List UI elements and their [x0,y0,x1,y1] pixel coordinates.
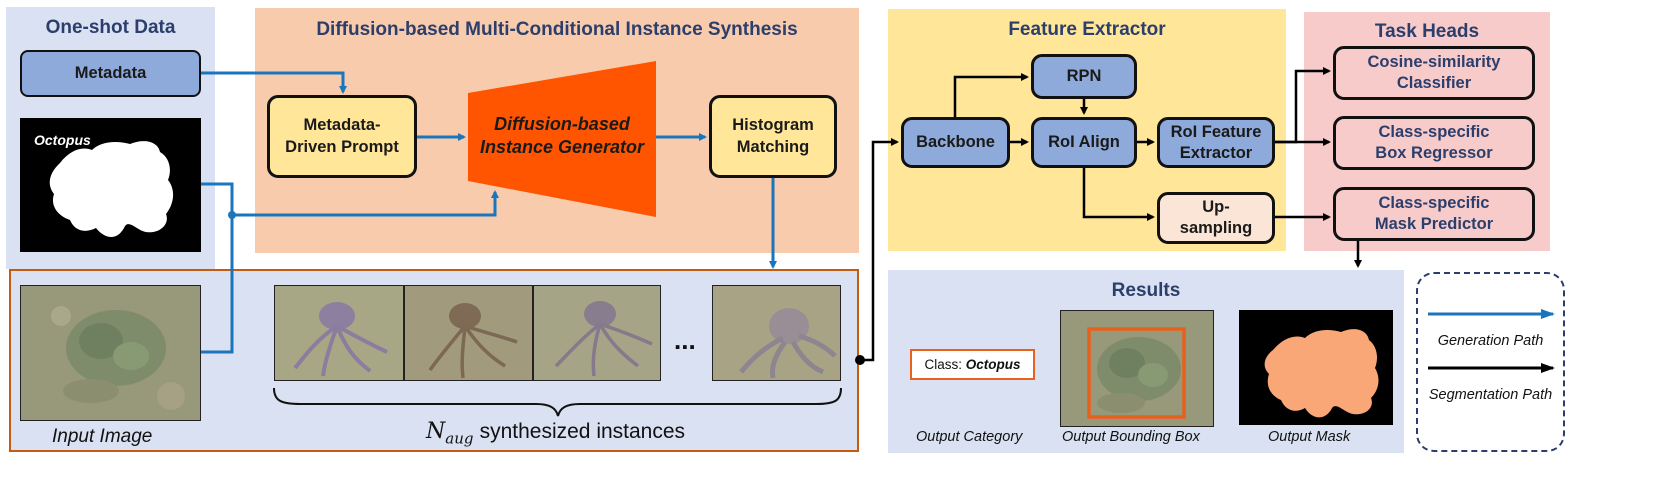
upsampling-box: Up- sampling [1157,192,1275,244]
output-bbox-caption: Output Bounding Box [1062,429,1200,445]
roi-align-box: RoI Align [1031,117,1137,168]
arrow-roifeature-to-classifier [1275,67,1331,144]
box-regressor-label: Class-specific Box Regressor [1375,122,1493,162]
input-image [20,285,201,421]
heads-title: Task Heads [1374,21,1480,42]
upsampling-label: Up- sampling [1179,198,1253,237]
arrow-metadata-to-prompt [201,71,347,94]
roi-feature-label: RoI Feature Extractor [1170,122,1262,162]
output-mask-caption: Output Mask [1268,429,1351,445]
output-bbox-image [1060,310,1214,427]
backbone-label: Backbone [916,132,995,151]
roi-align-label: RoI Align [1048,132,1120,151]
metadata-prompt-box: Metadata- Driven Prompt [267,95,417,178]
histogram-matching-box: Histogram Matching [709,95,837,178]
legend-segmentation-label: Segmentation Path [1428,387,1553,403]
legend-generation-label: Generation Path [1437,333,1544,349]
bbox-outline [1087,327,1186,419]
output-mask-image [1239,310,1393,425]
naug-subscript: aug [445,429,474,448]
input-image-caption: Input Image [52,426,153,447]
synth-instance-2 [404,285,533,381]
mask-class-label: Octopus [34,132,91,148]
box-regressor-head: Class-specific Box Regressor [1333,116,1535,170]
line-input-to-junction [201,215,234,354]
classifier-label: Cosine-similarity Classifier [1367,52,1501,92]
classifier-head: Cosine-similarity Classifier [1333,46,1535,100]
arrow-instances-to-backbone [860,138,899,362]
naug-symbol: N [426,419,446,444]
junction-dot-blue [228,211,236,219]
class-output-box: Class: Octopus [910,349,1035,380]
junction-dot-black [855,355,865,365]
one-shot-title: One-shot Data [45,17,176,38]
octopus-mask-image: Octopus [20,118,201,252]
arrow-backbone-to-rpn [953,73,1029,117]
instances-brace [273,387,842,417]
rpn-box: RPN [1031,54,1137,99]
results-title: Results [1111,280,1181,301]
histogram-label: Histogram Matching [732,116,814,156]
feature-title: Feature Extractor [1008,19,1166,40]
output-category-caption: Output Category [916,429,1023,445]
synthesis-title: Diffusion-based Multi-Conditional Instan… [316,19,798,40]
mask-predictor-label: Class-specific Mask Predictor [1374,193,1494,233]
prompt-label: Metadata- Driven Prompt [285,116,399,156]
naug-caption: Naug synthesized instances [426,418,696,448]
rpn-label: RPN [1066,66,1102,85]
roi-feature-box: RoI Feature Extractor [1157,117,1275,168]
arrow-mask-to-generator [201,182,499,217]
backbone-box: Backbone [901,117,1010,168]
legend-panel: Generation Path Segmentation Path [1416,272,1565,452]
synth-instance-4 [712,285,841,381]
mask-predictor-head: Class-specific Mask Predictor [1333,187,1535,241]
metadata-box: Metadata [20,50,201,97]
naug-text: synthesized instances [479,420,686,443]
synth-instance-3 [533,285,661,381]
generator-label: Diffusion-based Instance Generator [479,114,645,158]
class-name: Octopus [965,357,1021,372]
arrow-roialign-to-upsampling [1082,168,1155,221]
class-prefix: Class: [924,357,966,372]
metadata-label: Metadata [74,63,147,82]
synth-instance-1 [274,285,404,381]
instances-ellipsis: ... [674,325,696,355]
instance-generator: Diffusion-based Instance Generator [468,61,656,217]
